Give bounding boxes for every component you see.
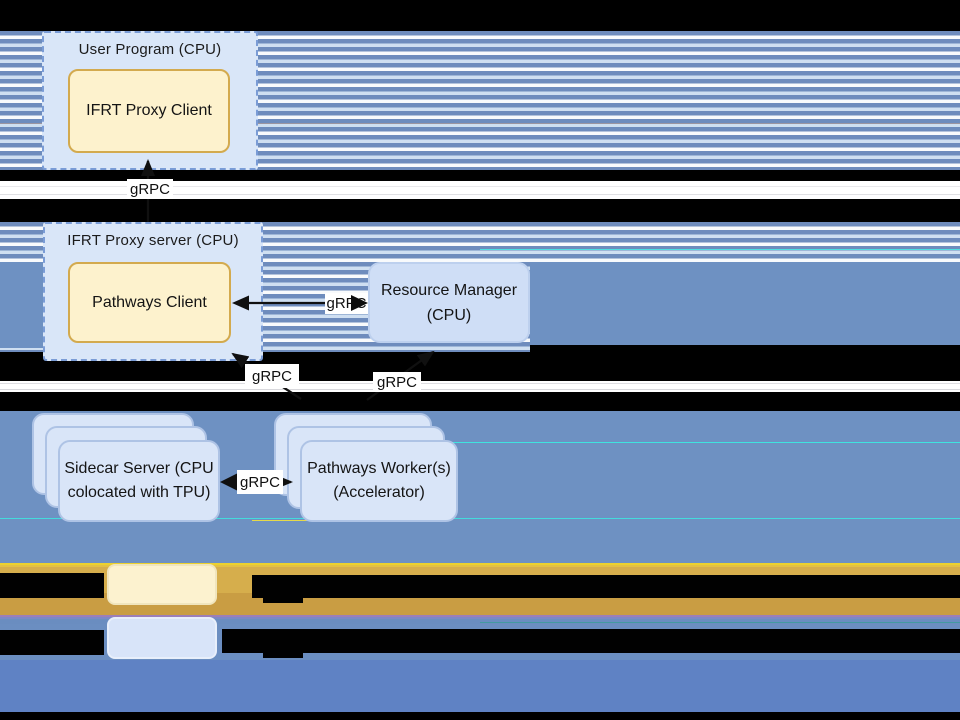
redacted-text-bar	[0, 630, 104, 655]
sidecar-server-box: Sidecar Server (CPU colocated with TPU)	[58, 440, 220, 522]
redacted-text-bar	[263, 596, 303, 603]
user-program-title: User Program (CPU)	[78, 41, 222, 58]
sidecar-server-label-line1: Sidecar Server (CPU	[64, 460, 214, 477]
background-band-black-bottom	[0, 712, 960, 720]
redacted-text-bar	[252, 575, 960, 598]
background-black-patch-right	[530, 345, 960, 353]
pathways-client-label: Pathways Client	[92, 293, 207, 311]
grpc-label-workers-rm: gRPC	[373, 372, 421, 392]
legend-swatch-yellow	[107, 564, 217, 605]
legend-transition-band	[0, 615, 960, 620]
arrowhead-into-resource-manager	[351, 295, 368, 311]
background-band-deep-blue	[0, 660, 960, 712]
resource-manager-label-line1: Resource Manager	[380, 281, 518, 299]
redacted-text-bar	[263, 651, 303, 658]
background-band-black-4	[0, 392, 960, 411]
ifrt-proxy-client-box: IFRT Proxy Client	[68, 69, 230, 153]
sidecar-server-label-line2: colocated with TPU)	[67, 484, 211, 501]
resource-manager-box: Resource Manager (CPU)	[368, 262, 530, 343]
pathways-client-box: Pathways Client	[68, 262, 231, 343]
grpc-label-sidecar-client: gRPC	[245, 364, 299, 388]
redacted-text-bar	[222, 629, 960, 653]
background-solid-patch-right	[530, 262, 960, 345]
ifrt-proxy-server-title: IFRT Proxy server (CPU)	[67, 232, 239, 249]
resource-manager-label-line2: (CPU)	[426, 306, 472, 324]
pathways-workers-label-line1: Pathways Worker(s)	[307, 460, 451, 477]
background-band-black-1	[0, 170, 960, 181]
background-band-white-1	[0, 181, 960, 199]
pathways-workers-label-line2: (Accelerator)	[333, 484, 425, 501]
background-band-black-2	[0, 199, 960, 222]
background-band-white-2	[0, 381, 960, 392]
pathways-workers-box: Pathways Worker(s) (Accelerator)	[300, 440, 458, 522]
grpc-label-sidecar-workers: gRPC	[237, 470, 283, 494]
ifrt-proxy-client-label: IFRT Proxy Client	[86, 102, 212, 119]
grpc-label-top: gRPC	[127, 179, 173, 199]
legend-swatch-blue	[107, 617, 217, 659]
background-band-black-top	[0, 0, 960, 31]
redacted-text-bar	[0, 573, 104, 598]
